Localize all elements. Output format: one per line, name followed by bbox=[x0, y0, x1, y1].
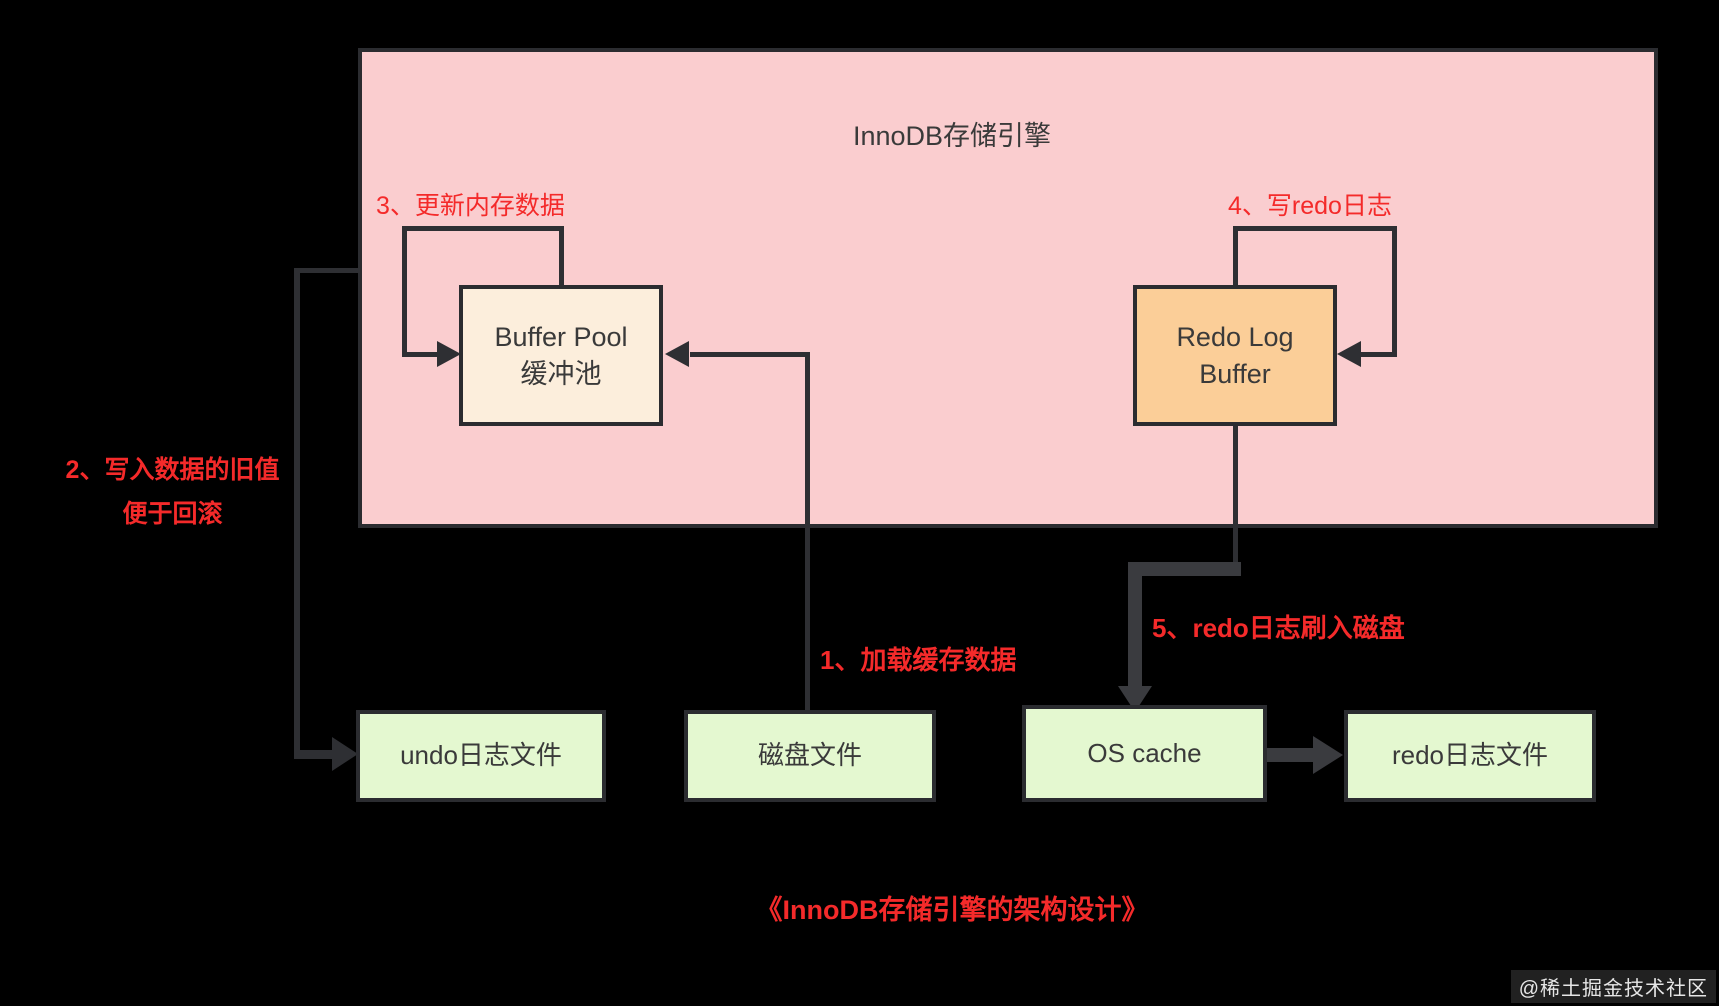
redo-buffer-loop-segment bbox=[1392, 226, 1397, 357]
engine-to-undo-segment bbox=[294, 268, 360, 273]
redo-log-buffer-node: Redo Log Buffer bbox=[1133, 285, 1337, 426]
undo-log-file-label: undo日志文件 bbox=[400, 740, 562, 771]
arrowhead-into-redo-buffer-icon bbox=[1337, 341, 1361, 367]
step3-label: 3、更新内存数据 bbox=[376, 192, 565, 220]
buffer-pool-loop-segment bbox=[559, 226, 564, 289]
step4-label: 4、写redo日志 bbox=[1228, 192, 1392, 220]
buffer-pool-node: Buffer Pool 缓冲池 bbox=[459, 285, 663, 426]
arrowhead-into-buffer-pool-icon bbox=[437, 341, 461, 367]
buffer-pool-loop-segment bbox=[402, 226, 407, 357]
redo-to-oscache-segment bbox=[1128, 562, 1241, 576]
step2-label-line2: 便于回滚 bbox=[122, 500, 223, 528]
buffer-pool-label-en: Buffer Pool bbox=[494, 322, 628, 353]
engine-to-undo-segment bbox=[294, 268, 300, 756]
arrowhead-into-buffer-pool-right-icon bbox=[665, 341, 689, 367]
arrowhead-into-undo-file-icon bbox=[332, 737, 358, 771]
disk-to-bufferpool-segment bbox=[805, 352, 810, 714]
redo-buffer-loop-segment bbox=[1233, 226, 1397, 231]
undo-log-file-node: undo日志文件 bbox=[356, 710, 606, 802]
diagram-caption: 《InnoDB存储引擎的架构设计》 bbox=[755, 895, 1149, 925]
disk-file-node: 磁盘文件 bbox=[684, 710, 936, 802]
redo-buffer-loop-segment bbox=[1360, 352, 1397, 357]
disk-to-bufferpool-segment bbox=[690, 352, 810, 357]
redo-log-file-label: redo日志文件 bbox=[1391, 740, 1549, 771]
step2-label-line1: 2、写入数据的旧值 bbox=[65, 456, 280, 484]
step1-label: 1、加载缓存数据 bbox=[820, 645, 1017, 675]
redo-to-oscache-segment bbox=[1128, 562, 1142, 690]
step5-label: 5、redo日志刷入磁盘 bbox=[1152, 613, 1405, 643]
engine-panel-title: InnoDB存储引擎 bbox=[852, 121, 1052, 151]
redo-buffer-label-line2: Buffer bbox=[1199, 358, 1271, 389]
arrowhead-into-redo-file-icon bbox=[1313, 736, 1343, 774]
redo-to-oscache-segment bbox=[1233, 424, 1238, 569]
juejin-watermark: @稀土掘金技术社区 bbox=[1510, 970, 1716, 1003]
disk-file-label: 磁盘文件 bbox=[757, 740, 862, 771]
os-cache-node: OS cache bbox=[1022, 705, 1267, 802]
engine-to-undo-segment bbox=[294, 750, 336, 759]
buffer-pool-loop-segment bbox=[402, 226, 564, 231]
redo-buffer-loop-segment bbox=[1233, 226, 1238, 289]
buffer-pool-loop-segment bbox=[402, 352, 439, 357]
oscache-to-redofile-segment bbox=[1267, 748, 1319, 762]
os-cache-label: OS cache bbox=[1087, 737, 1202, 768]
redo-buffer-label-line1: Redo Log bbox=[1176, 322, 1294, 353]
buffer-pool-label-cn: 缓冲池 bbox=[520, 358, 602, 389]
redo-log-file-node: redo日志文件 bbox=[1344, 710, 1596, 802]
step2-label: 2、写入数据的旧值 便于回滚 bbox=[50, 450, 295, 530]
